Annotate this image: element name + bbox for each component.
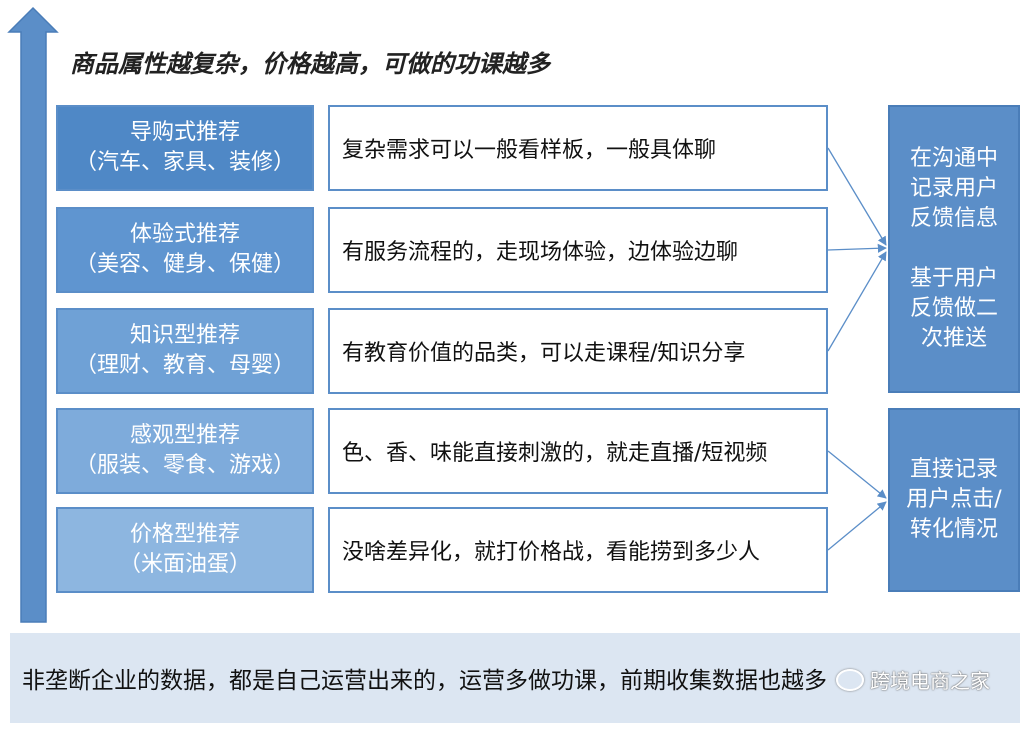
category-title: 感观型推荐 (129, 423, 240, 448)
category-box-guided: 导购式推荐 （汽车、家具、装修） (56, 105, 314, 191)
diagram-heading: 商品属性越复杂，价格越高，可做的功课越多 (70, 50, 550, 78)
feedback-box-bottom: 直接记录 用户点击/ 转化情况 (888, 408, 1020, 592)
feedback-box-top: 在沟通中 记录用户 反馈信息 基于用户 反馈做二 次推送 (888, 105, 1020, 393)
connector-line-price (827, 501, 887, 551)
upward-arrow (7, 6, 59, 623)
description-box-price: 没啥差异化，就打价格战，看能捞到多少人 (328, 507, 828, 593)
category-box-sensory: 感观型推荐 （服装、零食、游戏） (56, 408, 314, 494)
connector-line-knowledge (827, 251, 887, 352)
watermark: 跨境电商之家 (836, 665, 990, 694)
description-box-guided: 复杂需求可以一般看样板，一般具体聊 (328, 105, 828, 191)
feedback-line: 反馈做二 (909, 296, 998, 321)
feedback-line: 反馈信息 (909, 206, 998, 231)
connector-line-experience (827, 243, 887, 253)
connector-line-sensory (827, 450, 887, 499)
category-examples: （美容、健身、保健） (74, 252, 295, 277)
feedback-line: 在沟通中 (909, 146, 998, 171)
description-box-experience: 有服务流程的，走现场体验，边体验边聊 (328, 207, 828, 293)
connector-line-guided (827, 147, 887, 246)
category-examples: （汽车、家具、装修） (74, 150, 295, 175)
category-examples: （米面油蛋） (118, 552, 251, 577)
feedback-line: 用户点击/ (906, 487, 1002, 512)
category-box-knowledge: 知识型推荐 （理财、教育、母婴） (56, 308, 314, 394)
watermark-text: 跨境电商之家 (870, 669, 990, 693)
feedback-line: 记录用户 (909, 176, 998, 201)
category-box-price: 价格型推荐 （米面油蛋） (56, 507, 314, 593)
description-box-knowledge: 有教育价值的品类，可以走课程/知识分享 (328, 308, 828, 394)
feedback-line: 转化情况 (909, 517, 998, 542)
description-box-sensory: 色、香、味能直接刺激的，就走直播/短视频 (328, 408, 828, 494)
wechat-icon (836, 668, 864, 691)
feedback-line: 直接记录 (909, 457, 998, 482)
category-title: 体验式推荐 (129, 222, 240, 247)
feedback-line: 基于用户 (909, 266, 998, 291)
category-title: 导购式推荐 (129, 120, 240, 145)
category-title: 价格型推荐 (129, 522, 240, 547)
category-examples: （服装、零食、游戏） (74, 453, 295, 478)
feedback-line: 次推送 (920, 326, 987, 351)
category-examples: （理财、教育、母婴） (74, 353, 295, 378)
category-title: 知识型推荐 (129, 323, 240, 348)
category-box-experience: 体验式推荐 （美容、健身、保健） (56, 207, 314, 293)
